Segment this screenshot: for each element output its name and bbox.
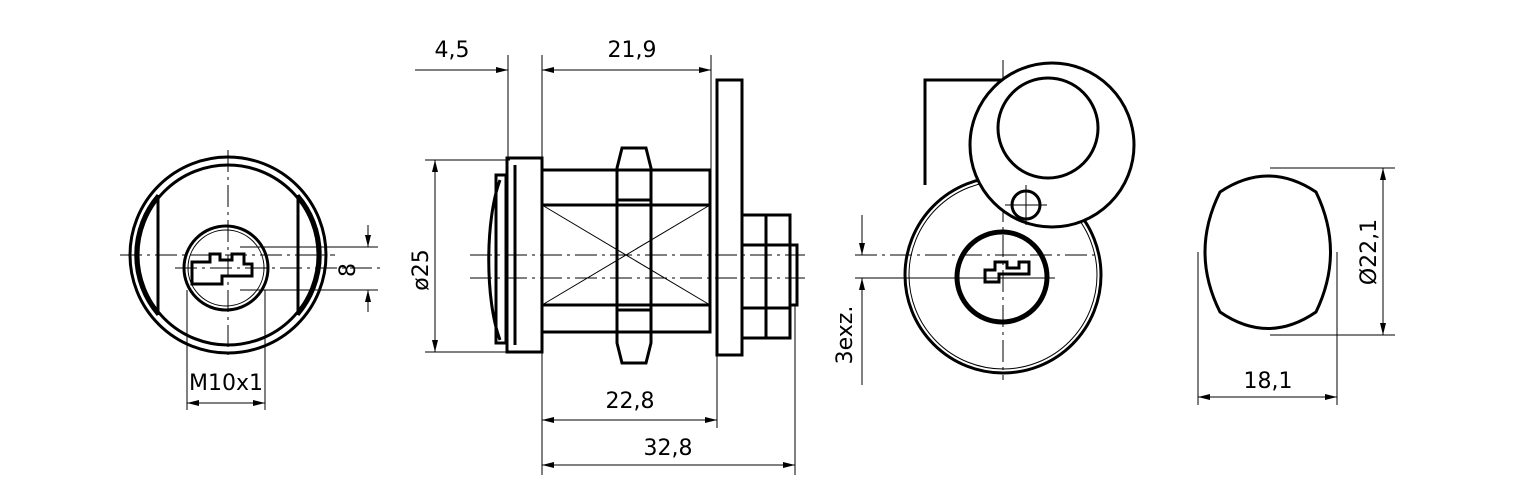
dim-thread: M10x1 — [189, 371, 263, 396]
dim-cutout-width: 18,1 — [1244, 369, 1293, 394]
dim-keyway-height: 8 — [336, 263, 361, 277]
front-view: 8 M10x1 — [120, 150, 380, 410]
cutout-view: Ø22,1 18,1 — [1197, 167, 1395, 405]
dim-cutout-height: Ø22,1 — [1357, 219, 1382, 285]
rear-view: 3exz. — [833, 60, 1136, 385]
dim-diameter: ø25 — [409, 249, 434, 290]
side-view: 4,5 21,9 ø25 22,8 32,8 — [409, 38, 805, 475]
dim-total-length: 32,8 — [644, 436, 693, 461]
dim-to-cam: 22,8 — [606, 389, 655, 414]
dim-eccentric: 3exz. — [833, 306, 858, 365]
dim-bezel: 4,5 — [435, 38, 470, 63]
dim-body-length: 21,9 — [608, 38, 657, 63]
